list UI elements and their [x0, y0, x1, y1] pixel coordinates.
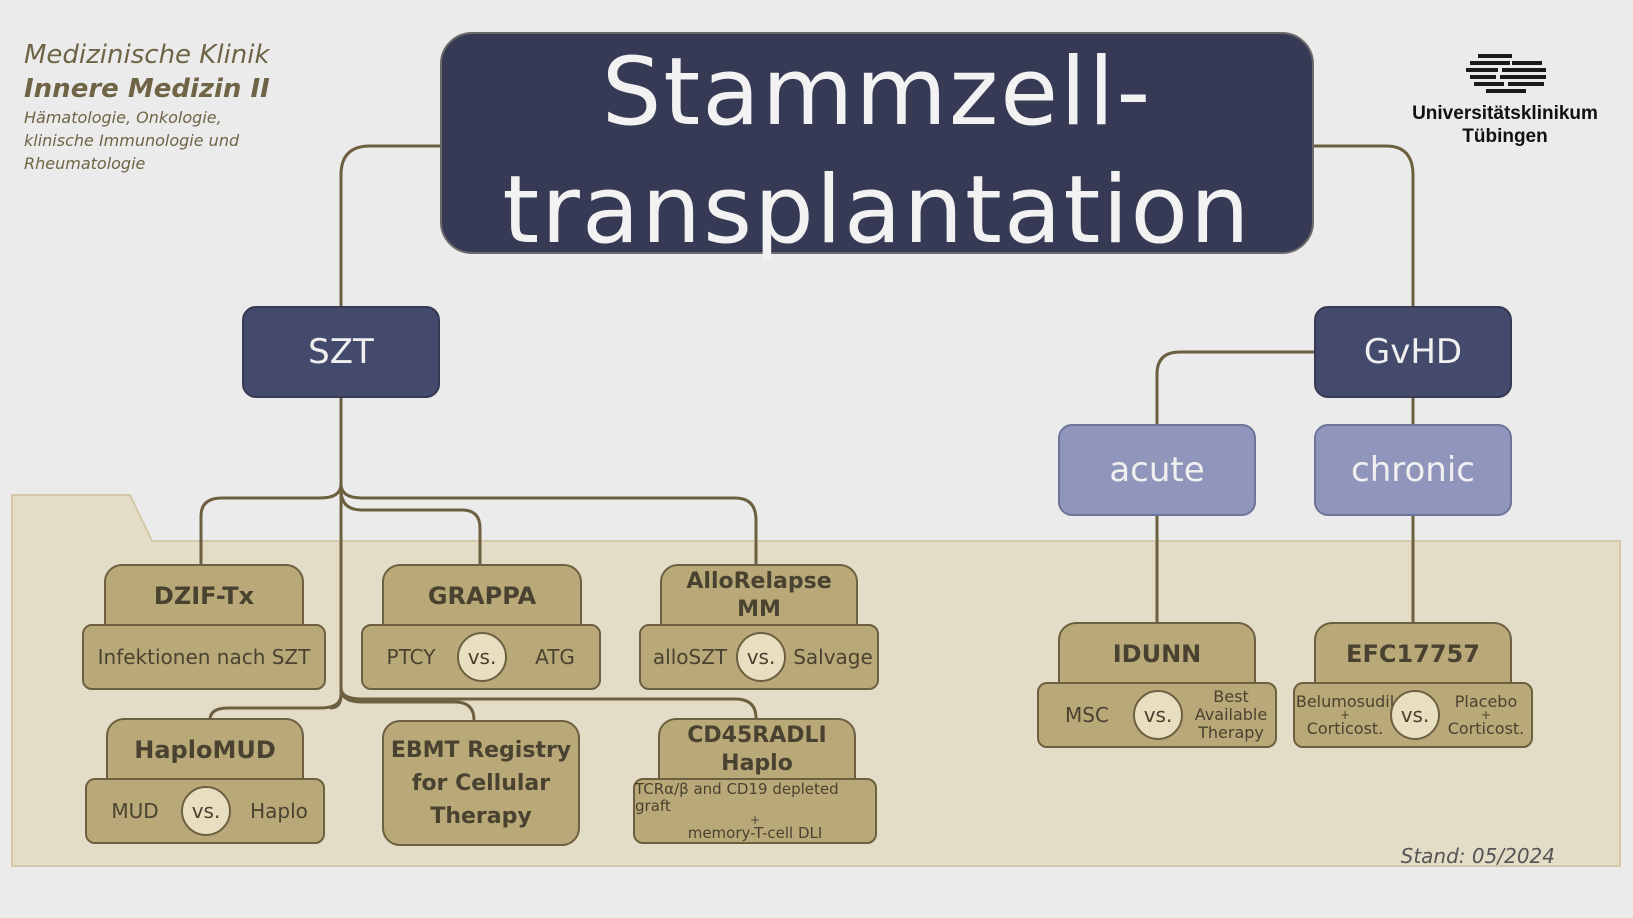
node-gvhd: GvHD	[1314, 306, 1512, 398]
idunn-arm-left: MSC	[1065, 703, 1109, 727]
study-efc-title: EFC17757	[1314, 622, 1512, 686]
study-grappa-comparison: PTCY ATG vs.	[361, 624, 601, 690]
connector-gvhd-acute	[1155, 350, 1315, 424]
efc-arm-right: Placebo + Corticost.	[1437, 684, 1535, 746]
study-idunn-comparison: MSC Best Available Therapy vs.	[1037, 682, 1277, 748]
connector-title-szt	[339, 144, 440, 306]
allorelapse-arm-right: Salvage	[793, 645, 873, 669]
allorelapse-arm-left: alloSZT	[652, 645, 728, 669]
study-haplomud-comparison: MUD Haplo vs.	[85, 778, 325, 844]
haplomud-arm-left: MUD	[111, 799, 159, 823]
department-specialties: Hämatologie, Onkologie, klinische Immuno…	[24, 108, 240, 173]
haplomud-vs: vs.	[181, 786, 231, 836]
title-box: Stammzell- transplantation	[440, 32, 1314, 265]
title-line1: Stammzell-	[601, 38, 1153, 147]
connector-title-gvhd	[1314, 144, 1415, 306]
connector-grappa	[339, 489, 482, 566]
study-dzif-title: DZIF-Tx	[104, 564, 304, 628]
efc-left-plus: +	[1339, 708, 1351, 722]
university-name-line1: Universitätsklinikum	[1412, 103, 1598, 124]
connector-haplomud	[208, 694, 343, 721]
efc-left-drug: Belumosudil	[1295, 692, 1395, 711]
efc-arm-left: Belumosudil + Corticost.	[1295, 684, 1395, 746]
efc-vs: vs.	[1390, 690, 1440, 740]
haplomud-arm-right: Haplo	[250, 799, 308, 823]
efc-right-steroid: Corticost.	[1447, 719, 1525, 738]
cd45-detail-graft: TCRα/β and CD19 depleted graft	[635, 779, 839, 815]
connectors	[199, 144, 1415, 721]
study-grappa-title: GRAPPA	[382, 564, 582, 628]
study-efc-comparison: Belumosudil + Corticost. Placebo + Corti…	[1293, 682, 1533, 748]
clinic-header: Medizinische Klinik Innere Medizin II Hä…	[24, 40, 284, 175]
department-name: Innere Medizin II	[24, 74, 270, 104]
university-name-line2: Tübingen	[1462, 126, 1548, 147]
grappa-arm-right: ATG	[535, 645, 575, 669]
efc-right-drug: Placebo	[1454, 692, 1518, 711]
title-line2: transplantation	[502, 156, 1252, 265]
efc-left-steroid: Corticost.	[1306, 719, 1384, 738]
allorelapse-vs: vs.	[736, 632, 786, 682]
study-allorelapse-title: AlloRelapse MM	[660, 564, 858, 628]
efc-right-plus: +	[1480, 708, 1492, 722]
node-chronic: chronic	[1314, 424, 1512, 516]
connector-allorelapse	[339, 483, 758, 566]
cd45-detail-plus: +	[749, 812, 761, 827]
stand-date: Stand: 05/2024	[1400, 844, 1555, 868]
study-idunn-title: IDUNN	[1058, 622, 1256, 686]
node-acute: acute	[1058, 424, 1256, 516]
study-haplomud-title: HaploMUD	[106, 718, 304, 782]
idunn-vs: vs.	[1133, 690, 1183, 740]
node-szt: SZT	[242, 306, 440, 398]
connector-cd45	[339, 687, 758, 719]
study-cd45-title: CD45RADLI Haplo	[658, 718, 856, 782]
connector-dzif	[199, 483, 343, 566]
university-logo: Universitätsklinikum Tübingen	[1400, 52, 1610, 148]
study-dzif-detail: Infektionen nach SZT	[82, 624, 326, 690]
idunn-arm-right: Best Available Therapy	[1194, 687, 1268, 742]
grappa-arm-left: PTCY	[386, 645, 436, 669]
grappa-vs: vs.	[457, 632, 507, 682]
study-cd45-detail: TCRα/β and CD19 depleted graft + memory-…	[633, 778, 877, 844]
study-allorelapse-comparison: alloSZT Salvage vs.	[639, 624, 879, 690]
university-logo-icon	[1466, 54, 1546, 93]
study-ebmt: EBMT Registry for Cellular Therapy	[382, 720, 580, 846]
cd45-detail-dli: memory-T-cell DLI	[687, 823, 823, 842]
clinic-name: Medizinische Klinik	[24, 40, 270, 70]
